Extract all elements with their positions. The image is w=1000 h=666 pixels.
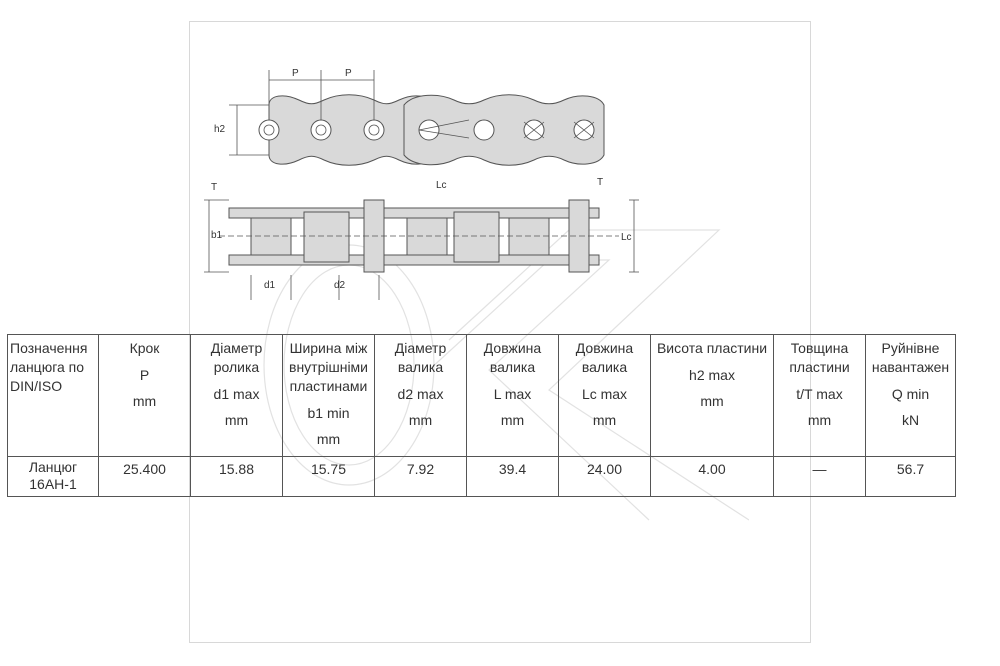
pin-length-lc-label-2: Lc — [436, 180, 447, 191]
table-row: Ланцюг 16AH-1 25.400 15.88 15.75 7.92 39… — [7, 456, 956, 497]
table-cell: 15.75 — [282, 456, 375, 497]
header-cell: Позначення ланцюга по DIN/ISO — [7, 334, 99, 457]
table-cell: 56.7 — [865, 456, 956, 497]
table-cell: 7.92 — [374, 456, 467, 497]
table-cell: Ланцюг 16AH-1 — [7, 456, 99, 497]
pitch-label-2: P — [345, 68, 352, 79]
table-cell: 39.4 — [466, 456, 559, 497]
table-cell: 15.88 — [190, 456, 283, 497]
table-cell: 25.400 — [98, 456, 191, 497]
inner-width-label: b1 — [211, 230, 223, 241]
chain-drawing: P P h2 T T b1 Lc Lc d1 d2 — [204, 68, 639, 300]
image-frame — [189, 21, 811, 643]
roller-diameter-label: d1 — [264, 280, 276, 291]
plate-height-label: h2 — [214, 124, 226, 135]
pin-diameter-label: d2 — [334, 280, 346, 291]
plate-thickness-label-right: T — [597, 177, 603, 188]
plate-thickness-label-left: T — [211, 182, 217, 193]
table-cell: 24.00 — [558, 456, 651, 497]
table-cell: 4.00 — [650, 456, 774, 497]
table-cell: — — [773, 456, 866, 497]
pin-length-lc-label: Lc — [621, 232, 632, 243]
pitch-label-1: P — [292, 68, 299, 79]
